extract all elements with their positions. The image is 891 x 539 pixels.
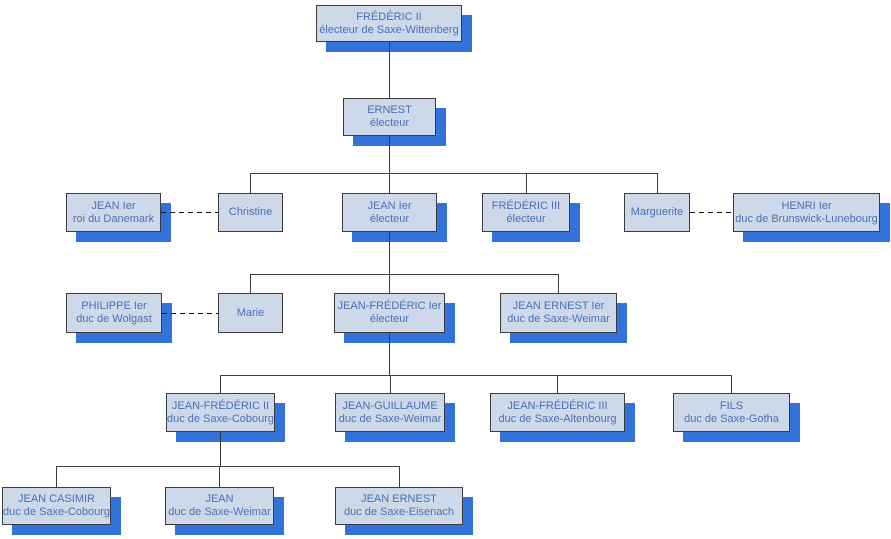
node-fils[interactable]: FILS duc de Saxe-Gotha [673, 393, 790, 432]
person-name: JEAN-FRÉDÉRIC III [507, 399, 608, 412]
connector-drop-jean-ernest-ier [558, 274, 559, 293]
connector-drop-jean-frederic-ier [389, 274, 390, 293]
connector-drop-christine [250, 173, 251, 193]
marriage-line-jean-danemark-christine [161, 212, 218, 213]
person-title: électeur [369, 212, 410, 225]
connector-bus-generation-4 [250, 274, 559, 275]
connector-bus-generation-5 [220, 375, 732, 376]
marriage-line-philippe-marie [162, 313, 218, 314]
node-jean-ernest[interactable]: JEAN ERNEST duc de Saxe-Eisenach [335, 487, 463, 525]
node-marguerite[interactable]: Marguerite [624, 193, 690, 232]
connector-drop-frederic-iii [526, 173, 527, 193]
person-title: duc de Saxe-Cobourg [3, 506, 111, 518]
person-title: duc de Saxe-Cobourg [167, 412, 275, 425]
connector-drop-fils [731, 375, 732, 393]
connector-drop-jean-casimir [56, 466, 57, 487]
person-name: JEAN CASIMIR [17, 493, 95, 505]
node-philippe-ier[interactable]: PHILIPPE Ier duc de Wolgast [66, 293, 162, 333]
person-title: électeur de Saxe-Wittenberg [319, 23, 459, 36]
person-title: électeur [369, 313, 410, 325]
person-title: électeur [369, 117, 410, 129]
node-jean-ier-danemark[interactable]: JEAN Ier roi du Danemark [66, 193, 161, 232]
connector-drop-jean [219, 466, 220, 487]
person-title: duc de Saxe-Weimar [507, 313, 610, 325]
connector-jean-frederic-ii-down [220, 432, 221, 466]
node-jean-guillaume[interactable]: JEAN-GUILLAUME duc de Saxe-Weimar [335, 393, 445, 432]
node-marie[interactable]: Marie [218, 293, 283, 333]
node-frederic-ii[interactable]: FRÉDÉRIC II électeur de Saxe-Wittenberg [316, 5, 462, 42]
person-name: JEAN ERNEST [361, 493, 437, 505]
connector-bus-generation-3 [250, 173, 658, 174]
connector-drop-marie [250, 274, 251, 293]
person-name: PHILIPPE Ier [81, 300, 147, 312]
node-frederic-iii[interactable]: FRÉDÉRIC III électeur [482, 193, 570, 232]
connector-drop-jean-ier [389, 173, 390, 193]
connector-jean-frederic-ier-down [389, 333, 390, 375]
person-name: JEAN Ier [367, 199, 412, 212]
marriage-line-marguerite-henri [690, 212, 733, 213]
connector-drop-jean-frederic-ii [220, 375, 221, 393]
node-jean-frederic-ier[interactable]: JEAN-FRÉDÉRIC Ier électeur [334, 293, 445, 333]
node-jean-ier-electeur[interactable]: JEAN Ier électeur [342, 193, 437, 232]
person-name: JEAN-GUILLAUME [342, 399, 438, 412]
person-name: Marguerite [630, 206, 684, 218]
person-name: ERNEST [367, 104, 412, 116]
connector-drop-marguerite [657, 173, 658, 193]
person-title: duc de Saxe-Weimar [168, 506, 271, 518]
node-jean-frederic-ii[interactable]: JEAN-FRÉDÉRIC II duc de Saxe-Cobourg [166, 393, 275, 432]
person-name: FRÉDÉRIC II [356, 10, 422, 23]
connector-ernest-down [389, 136, 390, 173]
node-jean-casimir[interactable]: JEAN CASIMIR duc de Saxe-Cobourg [2, 487, 111, 525]
connector-jean-ier-down [389, 232, 390, 274]
person-name: HENRI Ier [781, 199, 832, 212]
node-jean[interactable]: JEAN duc de Saxe-Weimar [165, 487, 274, 525]
person-name: JEAN-FRÉDÉRIC Ier [337, 300, 442, 312]
person-name: FRÉDÉRIC III [491, 199, 561, 212]
person-name: JEAN ERNEST Ier [512, 300, 605, 312]
person-title: duc de Saxe-Altenbourg [498, 412, 617, 425]
person-name: Christine [228, 206, 273, 218]
person-name: JEAN [205, 493, 234, 505]
person-title: duc de Saxe-Gotha [684, 412, 779, 425]
person-name: FILS [719, 399, 744, 412]
person-name: JEAN Ier [91, 199, 136, 212]
connector-drop-jean-guillaume [390, 375, 391, 393]
connector-frederic-ii-to-ernest [389, 42, 390, 98]
node-jean-frederic-iii[interactable]: JEAN-FRÉDÉRIC III duc de Saxe-Altenbourg [490, 393, 625, 432]
connector-drop-jean-frederic-iii [557, 375, 558, 393]
person-title: duc de Wolgast [76, 313, 152, 325]
person-title: duc de Brunswick-Lunebourg [735, 212, 878, 225]
person-title: roi du Danemark [72, 212, 155, 225]
node-jean-ernest-ier[interactable]: JEAN ERNEST Ier duc de Saxe-Weimar [500, 293, 617, 333]
connector-drop-jean-ernest [399, 466, 400, 487]
connector-bus-generation-6 [56, 466, 400, 467]
person-title: duc de Saxe-Weimar [338, 412, 442, 425]
node-henri-ier[interactable]: HENRI Ier duc de Brunswick-Lunebourg [733, 193, 880, 232]
node-christine[interactable]: Christine [218, 193, 283, 232]
person-name: JEAN-FRÉDÉRIC II [171, 399, 270, 412]
person-name: Marie [236, 306, 265, 319]
person-title: électeur [506, 212, 546, 225]
person-title: duc de Saxe-Eisenach [343, 506, 455, 518]
node-ernest[interactable]: ERNEST électeur [343, 98, 436, 136]
